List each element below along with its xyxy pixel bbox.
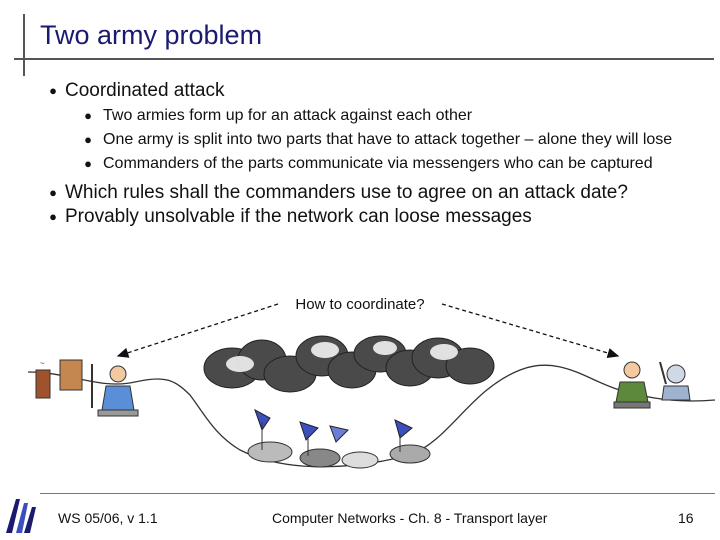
bullet-list: ● Coordinated attack ● Two armies form u… [45, 78, 705, 228]
bullet-dot-icon: ● [84, 132, 92, 147]
bullet-dot-icon: ● [49, 209, 57, 224]
right-commander-icon [613, 361, 691, 409]
diagram-caption: How to coordinate? [295, 296, 425, 313]
bullet-item: ● Provably unsolvable if the network can… [45, 206, 705, 228]
sub-bullet-item: ● One army is split into two parts that … [45, 130, 705, 150]
left-commander-icon: ~ [35, 359, 139, 417]
footer-course: Computer Networks - Ch. 8 - Transport la… [272, 510, 548, 526]
bullet-dot-icon: ● [49, 185, 57, 200]
slide-title: Two army problem [40, 20, 263, 50]
left-arrow [116, 303, 279, 358]
sub-bullet-item: ● Two armies form up for an attack again… [45, 106, 705, 126]
footer-semester: WS 05/06, v 1.1 [58, 510, 158, 526]
bullet-item: ● Which rules shall the commanders use t… [45, 182, 705, 204]
bullet-text: Which rules shall the commanders use to … [65, 182, 628, 203]
sub-bullet-text: Two armies form up for an attack against… [103, 107, 473, 124]
bullet-item: ● Coordinated attack [45, 80, 705, 102]
bullet-text: Provably unsolvable if the network can l… [65, 206, 532, 227]
bullet-text: Coordinated attack [65, 80, 225, 101]
footer-rule [40, 493, 715, 494]
svg-text:~: ~ [40, 359, 45, 368]
valley-army-icon [247, 408, 431, 469]
bullet-dot-icon: ● [84, 156, 92, 171]
bullet-dot-icon: ● [84, 108, 92, 123]
sub-bullet-text: Commanders of the parts communicate via … [103, 155, 653, 172]
title-horizontal-rule [14, 58, 714, 60]
two-army-diagram: ~ [27, 303, 716, 469]
page-number: 16 [678, 510, 694, 526]
university-logo-icon [2, 493, 38, 537]
sub-bullet-item: ● Commanders of the parts communicate vi… [45, 154, 705, 174]
title-vertical-rule [23, 14, 25, 76]
sub-bullet-text: One army is split into two parts that ha… [103, 131, 673, 148]
right-arrow [441, 303, 620, 359]
bullet-dot-icon: ● [49, 83, 57, 98]
